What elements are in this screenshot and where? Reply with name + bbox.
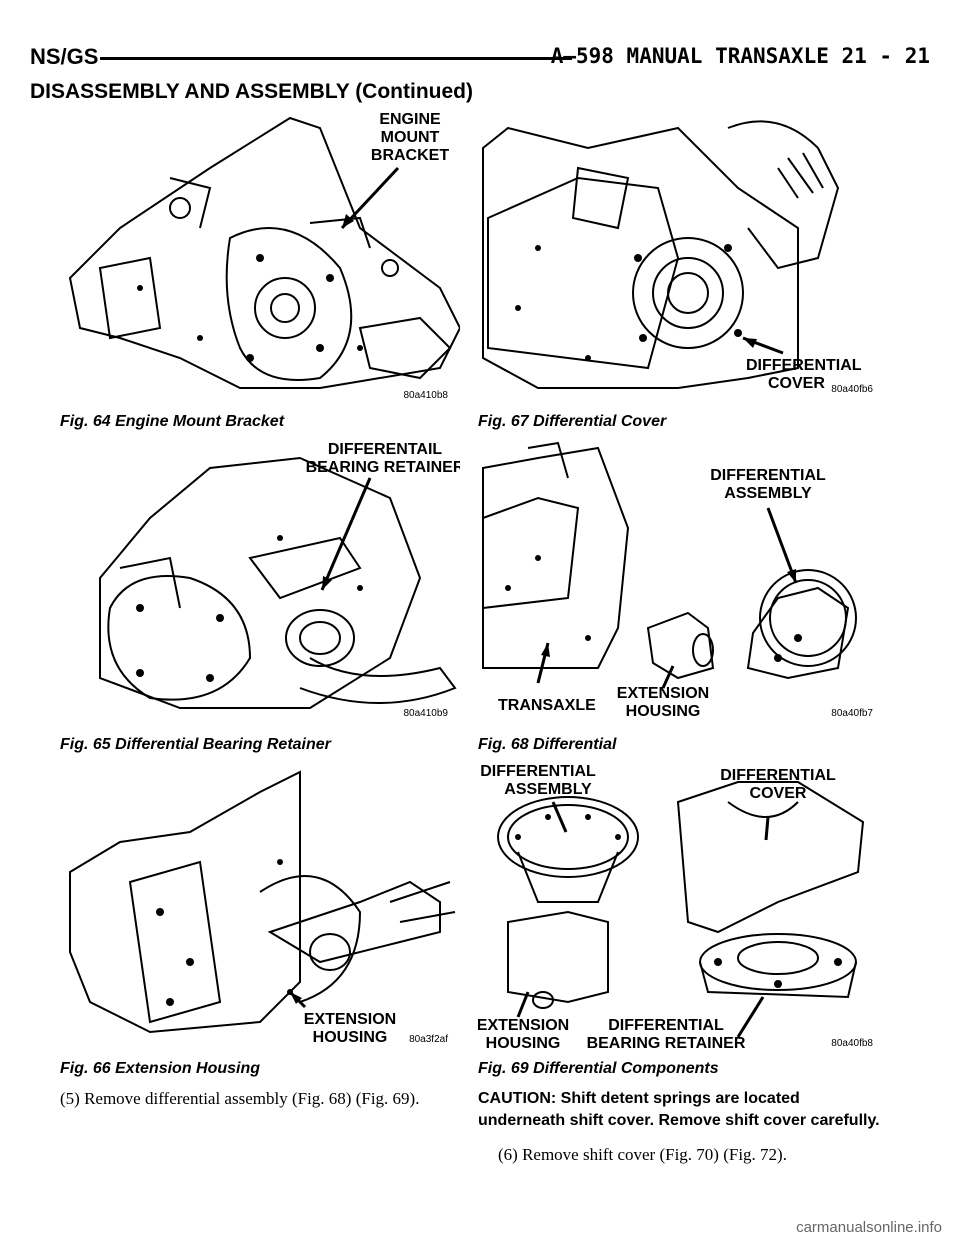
figure-66-caption: Fig. 66 Extension Housing — [60, 1060, 261, 1077]
figure-code: 80a410b9 — [404, 708, 449, 719]
label-differential-cover-line1: DIFFERENTIAL — [720, 767, 836, 784]
page-header: NS/GS A–598 MANUAL TRANSAXLE 21 - 21 — [30, 44, 930, 74]
figure-code: 80a40fb8 — [831, 1038, 873, 1049]
engine-mount-bracket-illustration: ENGINE MOUNT BRACKET 80a410b8 — [68, 111, 460, 401]
label-extension: EXTENSION — [617, 685, 709, 702]
label-transaxle: TRANSAXLE — [498, 697, 596, 714]
label-differential: DIFFERENTIAL — [710, 467, 826, 484]
header-rule — [100, 57, 572, 60]
label-engine: ENGINE — [379, 111, 441, 128]
figure-67-caption: Fig. 67 Differential Cover — [478, 413, 667, 430]
differential-cover-illustration: DIFFERENTIAL COVER 80a40fb6 — [482, 120, 873, 395]
figure-65: DIFFERENTAIL BEARING RETAINER 80a410b9 — [60, 438, 460, 728]
figure-68-caption: Fig. 68 Differential — [478, 736, 617, 753]
figure-69: DIFFERENTIAL ASSEMBLY DIFFERENTIAL COVER… — [478, 762, 878, 1052]
label-housing: HOUSING — [626, 703, 701, 720]
label-bearing-retainer: BEARING RETAINER — [306, 459, 460, 476]
label-extension: EXTENSION — [478, 1017, 569, 1034]
label-extension: EXTENSION — [304, 1011, 396, 1028]
differential-illustration: DIFFERENTIAL ASSEMBLY TRANSAXLE EXTENSIO… — [482, 441, 873, 720]
differential-components-illustration: DIFFERENTIAL ASSEMBLY DIFFERENTIAL COVER… — [478, 763, 873, 1052]
figure-65-caption: Fig. 65 Differential Bearing Retainer — [60, 736, 331, 753]
label-differential: DIFFERENTIAL — [480, 763, 596, 780]
step-6-text: (6) Remove shift cover (Fig. 70) (Fig. 7… — [498, 1145, 787, 1164]
caution-text: CAUTION: Shift detent springs are locate… — [478, 1090, 880, 1129]
section-title: DISASSEMBLY AND ASSEMBLY (Continued) — [30, 80, 473, 103]
label-differential-retainer-line1: DIFFERENTIAL — [608, 1017, 724, 1034]
label-cover: COVER — [768, 375, 825, 392]
figure-67: DIFFERENTIAL COVER 80a40fb6 — [478, 108, 878, 408]
figure-66: EXTENSION HOUSING 80a3f2af — [60, 762, 460, 1052]
figure-64: ENGINE MOUNT BRACKET 80a410b8 — [60, 108, 460, 408]
figure-64-caption: Fig. 64 Engine Mount Bracket — [60, 413, 285, 430]
label-bracket: BRACKET — [371, 147, 449, 164]
figure-code: 80a410b8 — [404, 390, 449, 401]
label-housing: HOUSING — [486, 1035, 561, 1052]
extension-housing-illustration: EXTENSION HOUSING 80a3f2af — [69, 770, 456, 1046]
figure-code: 80a3f2af — [409, 1034, 448, 1045]
figure-code: 80a40fb6 — [831, 384, 873, 395]
watermark: carmanualsonline.info — [796, 1219, 942, 1236]
label-assembly: ASSEMBLY — [504, 781, 592, 798]
label-mount: MOUNT — [381, 129, 440, 146]
label-differential: DIFFERENTIAL — [746, 357, 862, 374]
step-5-text: (5) Remove differential assembly (Fig. 6… — [60, 1089, 420, 1108]
figure-code: 80a40fb7 — [831, 708, 873, 719]
label-housing: HOUSING — [313, 1029, 388, 1046]
differential-bearing-retainer-illustration: DIFFERENTAIL BEARING RETAINER 80a410b9 — [99, 441, 460, 719]
label-bearing-retainer: BEARING RETAINER — [587, 1035, 746, 1052]
figure-68: DIFFERENTIAL ASSEMBLY TRANSAXLE EXTENSIO… — [478, 438, 878, 728]
label-cover: COVER — [750, 785, 807, 802]
label-differentail: DIFFERENTAIL — [328, 441, 443, 458]
label-assembly: ASSEMBLY — [724, 485, 812, 502]
figure-69-caption: Fig. 69 Differential Components — [478, 1060, 719, 1077]
header-left: NS/GS — [30, 44, 99, 69]
header-right: A–598 MANUAL TRANSAXLE 21 - 21 — [550, 44, 930, 68]
